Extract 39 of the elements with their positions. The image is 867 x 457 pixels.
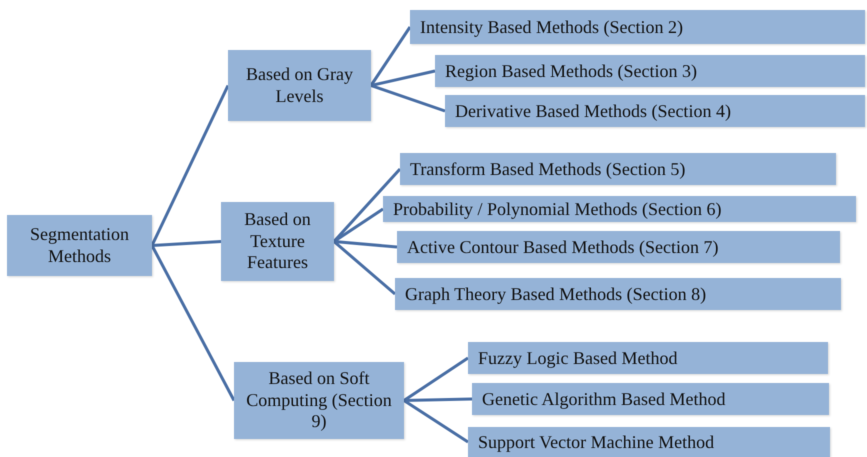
method-box	[468, 427, 830, 457]
connector-line	[403, 356, 469, 402]
node-label: Segmentation Methods	[29, 224, 130, 268]
category-box	[221, 202, 334, 281]
connector-line	[152, 240, 222, 247]
connector-line	[404, 398, 472, 402]
node-label: Graph Theory Based Methods (Section 8)	[405, 284, 706, 304]
connector-line	[150, 84, 230, 246]
method-box	[395, 278, 841, 310]
method-box	[435, 55, 865, 87]
connector-line	[370, 84, 446, 112]
method-box	[445, 95, 865, 127]
method-box	[383, 196, 856, 222]
node-label: Intensity Based Methods (Section 2)	[420, 16, 683, 38]
node-label: Based on Gray Levels	[245, 64, 354, 108]
node-label: Transform Based Methods (Section 5)	[410, 158, 686, 180]
connector-line	[370, 70, 436, 87]
connector-line	[150, 244, 236, 402]
node-label: Probability / Polynomial Methods (Section 6)	[393, 198, 722, 220]
category-box	[7, 215, 152, 276]
node-label: Based on Soft Computing (Section 9)	[245, 368, 393, 433]
connector-line	[334, 240, 398, 248]
method-box	[400, 153, 836, 185]
node-label: Support Vector Machine Method	[478, 432, 714, 452]
connector-line	[333, 240, 396, 296]
node-label: Based on Texture Features	[243, 209, 312, 274]
category-box	[228, 50, 371, 121]
node-label: Genetic Algorithm Based Method	[482, 388, 726, 410]
connector-line	[403, 399, 469, 444]
method-box	[472, 383, 829, 415]
node-label: Derivative Based Methods (Section 4)	[455, 100, 731, 122]
node-label: Region Based Methods (Section 3)	[445, 60, 697, 82]
category-box	[234, 362, 404, 439]
method-box	[410, 10, 865, 44]
method-box	[397, 231, 840, 263]
connector-line	[370, 26, 412, 86]
node-label: Active Contour Based Methods (Section 7)	[407, 236, 718, 258]
node-label: Fuzzy Logic Based Method	[478, 348, 678, 368]
method-box	[468, 342, 828, 374]
